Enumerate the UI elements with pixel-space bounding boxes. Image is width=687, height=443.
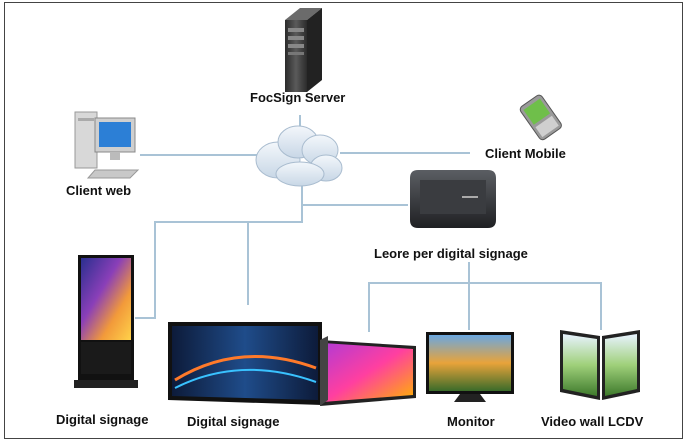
label-player: Leore per digital signage bbox=[374, 246, 528, 261]
desktop-computer-icon bbox=[74, 111, 140, 179]
label-signage-wall: Digital signage bbox=[187, 414, 280, 429]
media-player-icon bbox=[410, 170, 496, 228]
cloud-icon bbox=[255, 125, 343, 187]
link-cloud-totem bbox=[135, 205, 303, 319]
label-signage-totem: Digital signage bbox=[56, 412, 149, 427]
connection-lines bbox=[135, 115, 602, 332]
monitor-icon bbox=[426, 332, 514, 402]
link-hub-branches bbox=[368, 282, 602, 332]
label-monitor: Monitor bbox=[447, 414, 495, 429]
wide-display-icon bbox=[168, 322, 322, 405]
video-wall-icon bbox=[560, 330, 640, 400]
label-server: FocSign Server bbox=[250, 90, 346, 105]
label-client-mobile: Client Mobile bbox=[485, 146, 566, 161]
led-panel-icon bbox=[320, 336, 416, 406]
server-icon bbox=[285, 8, 322, 92]
diagram-frame bbox=[4, 2, 683, 439]
totem-display-icon bbox=[74, 255, 138, 388]
mobile-phone-icon bbox=[519, 94, 562, 141]
label-video-wall: Video wall LCDV bbox=[541, 414, 644, 429]
label-client-web: Client web bbox=[66, 183, 132, 198]
